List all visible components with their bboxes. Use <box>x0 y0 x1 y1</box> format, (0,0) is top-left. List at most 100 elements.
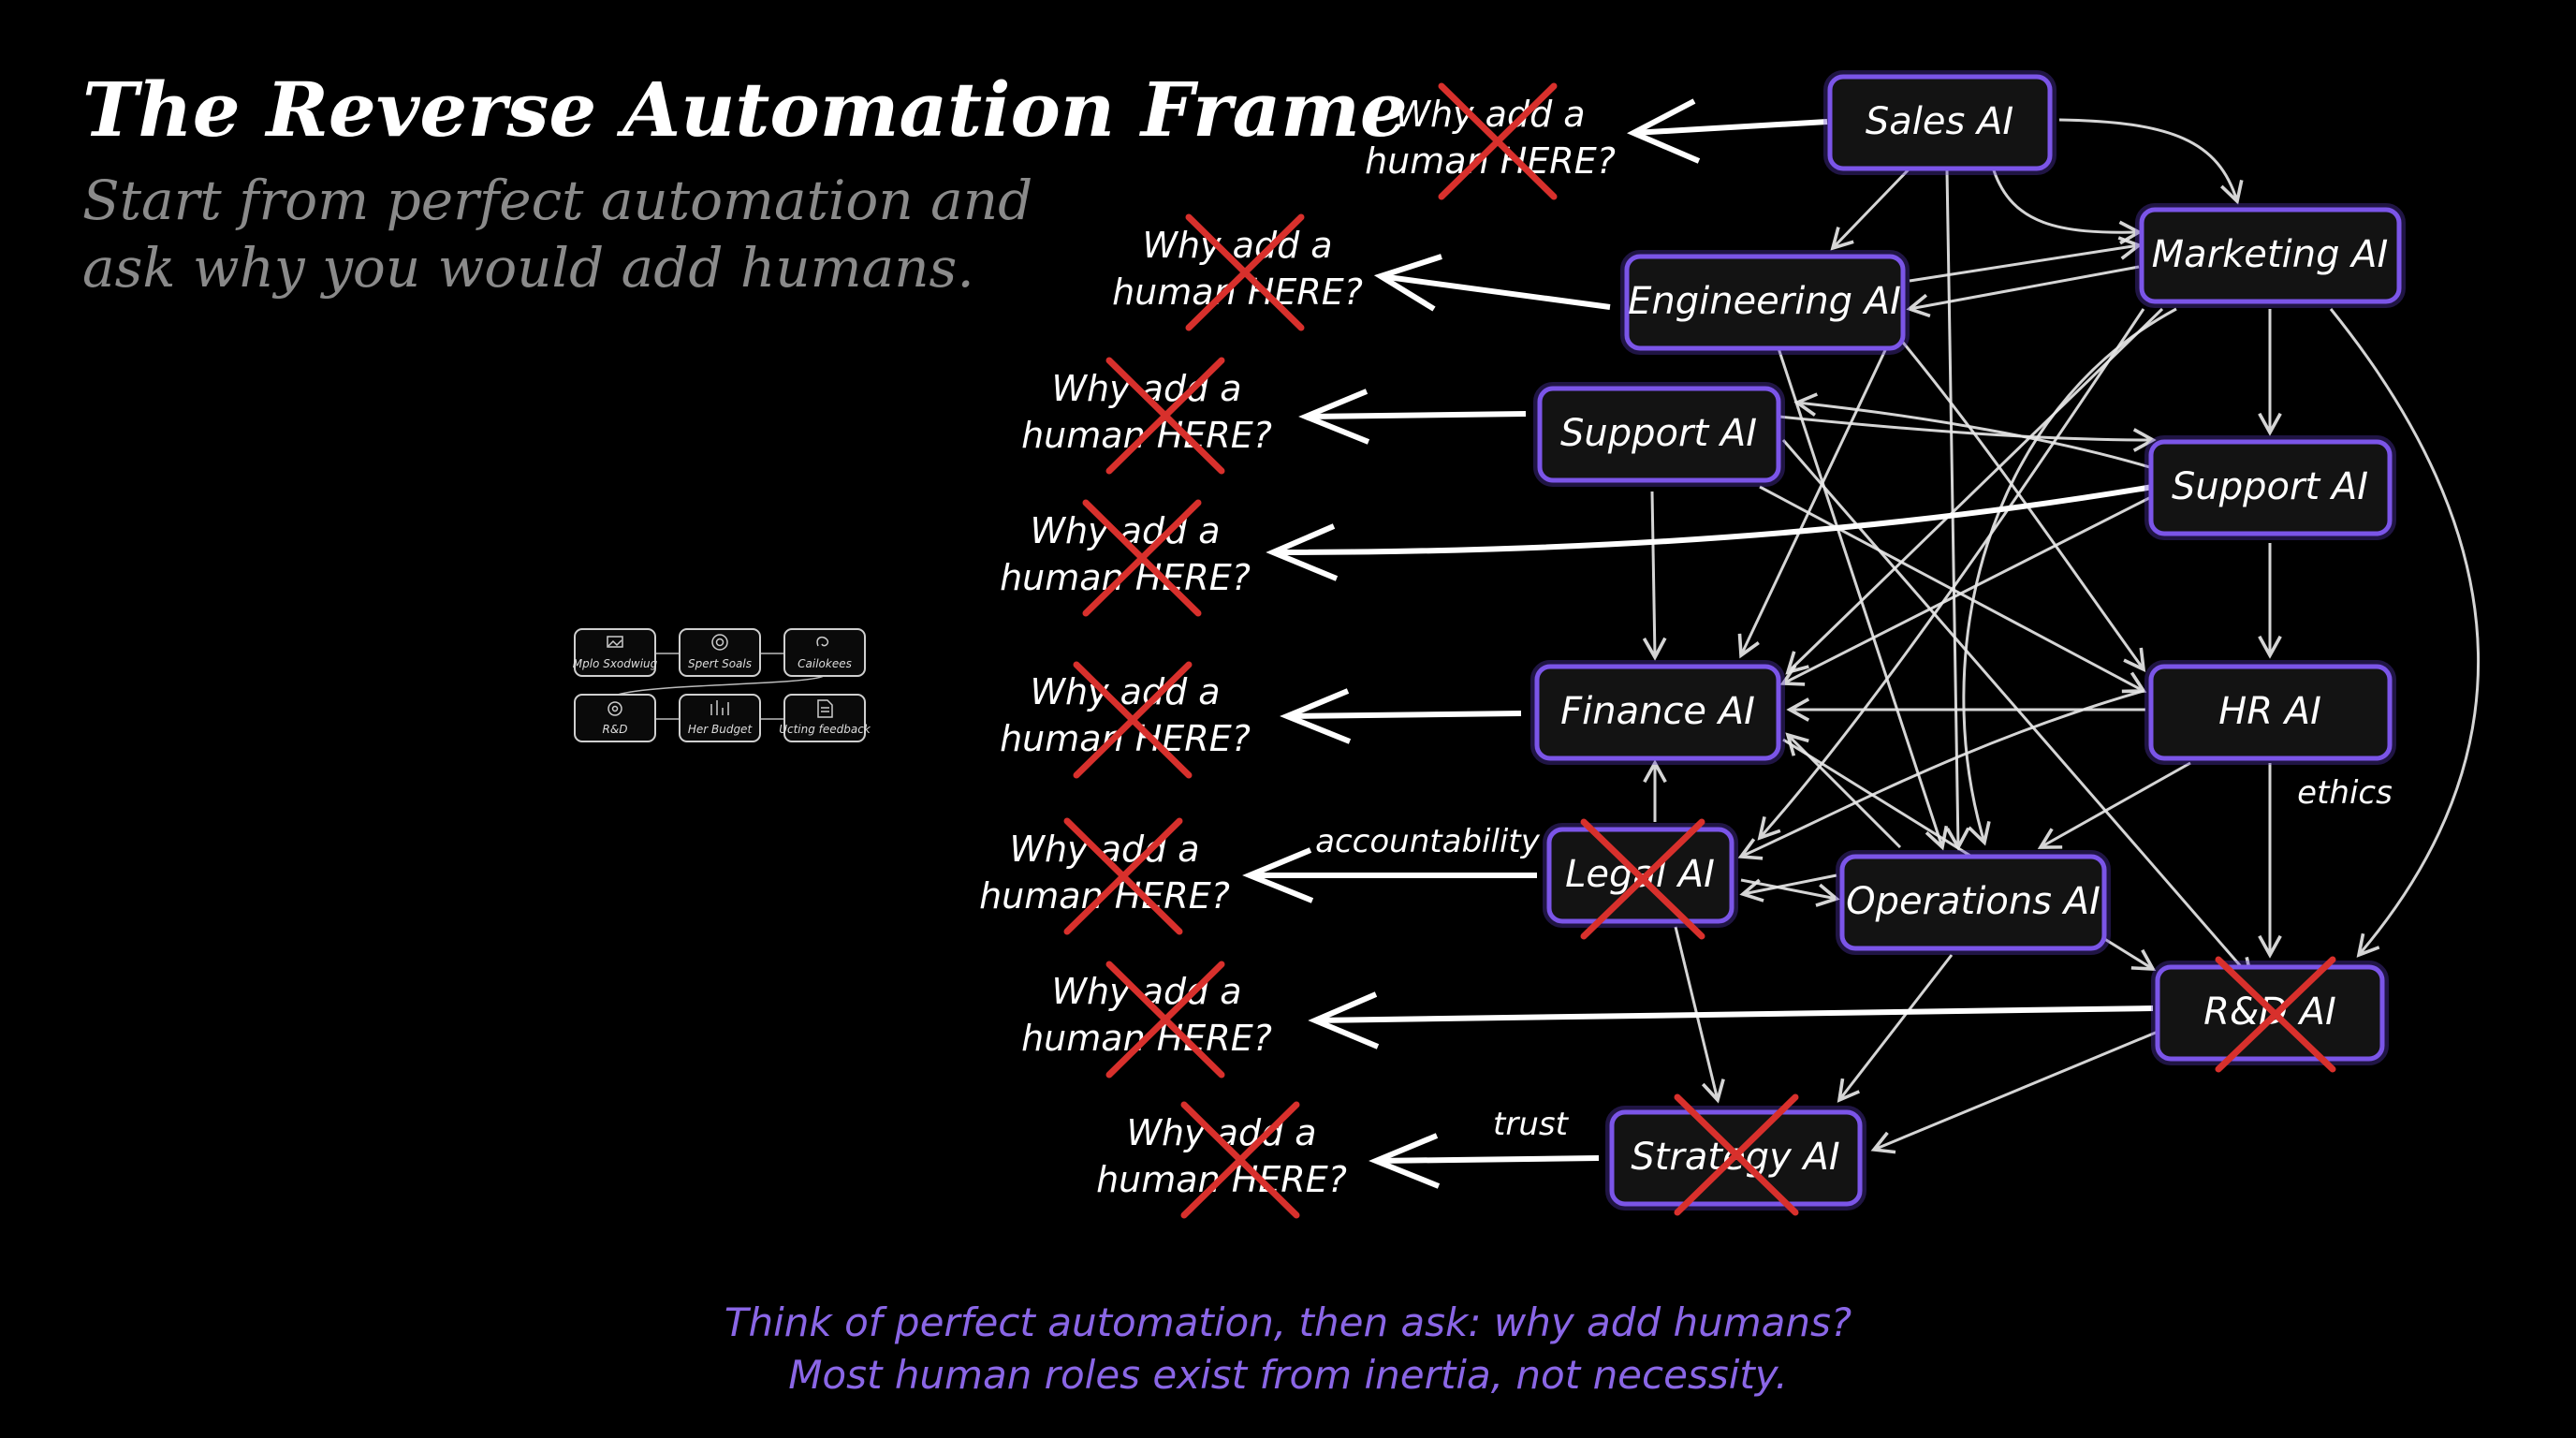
node-layer: Sales AI Marketing AI Engineering AI Sup… <box>1530 70 2406 1216</box>
node-label: Support AI <box>1560 412 1757 455</box>
cross-mark-icon <box>1082 499 1202 617</box>
edge-hr-operations <box>2037 761 2191 849</box>
node-label: Operations AI <box>1846 880 2100 923</box>
document-icon <box>817 699 833 718</box>
question-line-1: Why add a <box>1142 225 1332 266</box>
label-ethics: ethics <box>2297 774 2393 812</box>
node-marketing-ai: Marketing AI <box>2135 203 2406 308</box>
node-finance-ai: Finance AI <box>1530 660 1785 765</box>
node-support-ai-right: Support AI <box>2144 435 2396 540</box>
node-label: HR AI <box>2218 690 2321 733</box>
node-label: Support AI <box>2172 465 2368 508</box>
image-icon <box>607 636 623 648</box>
node-label: Finance AI <box>1560 690 1755 733</box>
question-arrow-7 <box>1308 991 2154 1049</box>
question-7: Why add a human HERE? <box>1021 961 1272 1078</box>
question-2: Why add a human HERE? <box>1112 213 1363 331</box>
node-hr-ai: HR AI <box>2144 660 2396 765</box>
thumbnail-diagram: Mplo Sxodwiug Spert Soals Cailokees R&D … <box>573 628 871 742</box>
target-icon <box>711 634 728 651</box>
thumbnail-item-1: Mplo Sxodwiug <box>573 628 658 677</box>
edge-supportL-hr <box>1759 485 2147 694</box>
cross-mark-icon <box>1180 1101 1300 1219</box>
edge-rnd-strategy <box>1870 1028 2163 1154</box>
thumbnail-label: Her Budget <box>688 723 754 736</box>
question-line-1: Why add a <box>1030 671 1220 712</box>
question-arrow-5 <box>1280 688 1522 744</box>
link-icon <box>816 636 829 647</box>
cross-mark-icon <box>1063 817 1183 935</box>
node-strategy-ai: Strategy AI <box>1605 1093 1866 1216</box>
question-8: Why add a human HERE? <box>1096 1101 1347 1219</box>
edge-sales-operations <box>1945 169 1970 851</box>
question-arrow-6 <box>1242 847 1537 903</box>
question-arrow-8 <box>1368 1133 1600 1189</box>
question-layer: Why add a human HERE? Why add a human HE… <box>979 82 1616 1219</box>
question-3: Why add a human HERE? <box>1021 357 1272 475</box>
edge-layer <box>1642 118 2481 1154</box>
node-engineering-ai: Engineering AI <box>1620 250 1910 355</box>
cross-mark-icon <box>1438 82 1558 200</box>
subtitle-line-1: Start from perfect automation and <box>82 169 1033 232</box>
gear-icon <box>607 701 622 716</box>
question-4: Why add a human HERE? <box>1000 499 1251 617</box>
thumbnail-label: R&D <box>603 723 628 736</box>
node-label: Engineering AI <box>1628 280 1901 323</box>
cross-mark-icon <box>1185 213 1305 331</box>
question-6: Why add a human HERE? <box>979 817 1230 935</box>
edge-marketing-legal <box>1757 308 2145 841</box>
question-5: Why add a human HERE? <box>1000 661 1251 779</box>
edge-operations-strategy <box>1837 954 1954 1103</box>
thumbnail-item-2: Spert Soals <box>679 628 761 677</box>
edge-marketing-finance <box>1785 307 2164 675</box>
question-1: Why add a human HERE? <box>1365 82 1616 200</box>
node-rnd-ai: R&D AI <box>2151 956 2389 1073</box>
cross-mark-icon <box>1105 961 1225 1078</box>
edge-supportR-supportL <box>1793 392 2154 470</box>
chart-icon <box>710 700 729 715</box>
question-line-1: Why add a <box>1126 1112 1316 1153</box>
edge-sales-engineering <box>1830 167 1911 251</box>
label-accountability: accountability <box>1315 823 1541 860</box>
thumbnail-item-6: Ucting feedback <box>779 694 871 742</box>
question-line-1: Why add a <box>1395 94 1585 135</box>
question-line-1: Why add a <box>1009 829 1199 870</box>
thumbnail-label: Ucting feedback <box>779 723 871 736</box>
cross-mark-icon <box>1580 818 1705 940</box>
node-operations-ai: Operations AI <box>1836 850 2111 955</box>
edge-engineering-marketing <box>1909 236 2143 283</box>
edge-legal-operations <box>1740 878 1840 907</box>
edge-supportR-finance <box>1779 494 2154 686</box>
thumbnail-label: Cailokees <box>798 657 852 670</box>
thumbnail-item-3: Cailokees <box>783 628 866 677</box>
edge-supportL-finance <box>1642 491 1667 661</box>
label-trust: trust <box>1493 1106 1570 1143</box>
footer-line-2: Most human roles exist from inertia, not… <box>788 1352 1788 1398</box>
edge-engineering-finance <box>1737 347 1888 659</box>
node-legal-ai: Legal AI <box>1543 818 1738 940</box>
thumbnail-label: Spert Soals <box>688 657 752 670</box>
edge-marketing-operations <box>1962 307 2177 846</box>
subtitle-line-2: ask why you would add humans. <box>82 236 974 300</box>
edge-supportL-supportR <box>1778 415 2157 452</box>
edge-marketing-engineering <box>1906 265 2140 318</box>
edge-operations-legal <box>1739 873 1837 902</box>
node-label: Marketing AI <box>2152 233 2389 276</box>
node-sales-ai: Sales AI <box>1823 70 2056 175</box>
question-arrow-3 <box>1298 389 1527 445</box>
edge-sales-marketing <box>2058 118 2244 205</box>
edge-engineering-hr <box>1889 327 2146 673</box>
thumbnail-link <box>617 675 825 696</box>
footer-line-1: Think of perfect automation, then ask: w… <box>724 1299 1852 1345</box>
node-label: Sales AI <box>1866 100 2013 143</box>
cross-mark-icon <box>2215 956 2336 1073</box>
question-line-1: Why add a <box>1051 368 1241 409</box>
edge-sales-marketing-2 <box>1992 169 2143 245</box>
thumbnail-item-5: Her Budget <box>679 694 761 742</box>
edge-marketing-rnd <box>2329 308 2481 958</box>
edge-engineering-operations <box>1777 347 1949 851</box>
question-arrow-1 <box>1627 98 1828 164</box>
page-title: The Reverse Automation Frame <box>82 66 1408 154</box>
cross-mark-icon <box>1105 357 1225 475</box>
thumbnail-item-4: R&D <box>574 694 656 742</box>
